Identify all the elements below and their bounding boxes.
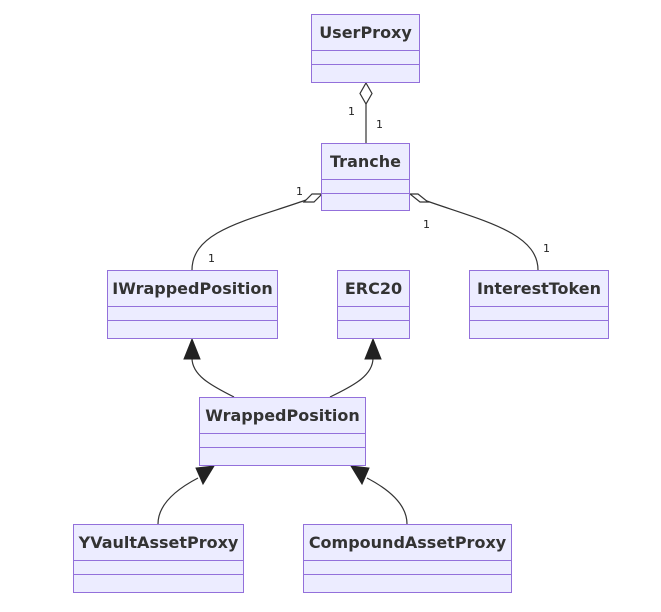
class-methods-section [338,321,409,335]
class-attributes-section [338,307,409,321]
class-attributes-section [470,307,608,321]
class-node-erc20[interactable]: ERC20 [337,270,410,339]
aggregation-diamond [408,193,430,203]
edge-tranche-interesttoken: 1 1 [408,193,550,271]
class-methods-section [74,575,243,589]
multiplicity-label: 1 [423,218,430,231]
multiplicity-label: 1 [348,105,355,118]
class-node-compoundassetproxy[interactable]: CompoundAssetProxy [303,524,512,593]
class-node-interesttoken[interactable]: InterestToken [469,270,609,339]
multiplicity-label: 1 [376,118,383,131]
inheritance-arrowhead [364,337,382,360]
class-node-tranche[interactable]: Tranche [321,143,410,211]
aggregation-diamond [302,193,324,203]
class-attributes-section [108,307,277,321]
edge-tranche-iwrappedposition: 1 1 [191,185,324,271]
class-title: YVaultAssetProxy [74,525,243,561]
class-title: UserProxy [312,15,419,51]
class-methods-section [200,448,365,462]
class-node-yvaultassetproxy[interactable]: YVaultAssetProxy [73,524,244,593]
class-methods-section [322,194,409,208]
class-methods-section [304,575,511,589]
class-title: CompoundAssetProxy [304,525,511,561]
edge-compound-wrappedposition [350,465,408,525]
inheritance-arrowhead [350,465,370,486]
class-title: InterestToken [470,271,608,307]
edge-yvault-wrappedposition [157,465,215,525]
class-methods-section [108,321,277,335]
class-attributes-section [304,561,511,575]
multiplicity-label: 1 [296,185,303,198]
class-title: WrappedPosition [200,398,365,434]
multiplicity-label: 1 [543,242,550,255]
edge-wrappedposition-erc20 [329,337,382,398]
class-attributes-section [312,51,419,65]
class-title: IWrappedPosition [108,271,277,307]
edge-wrappedposition-iwrappedposition [183,337,235,398]
class-title: ERC20 [338,271,409,307]
aggregation-diamond [359,81,373,106]
inheritance-arrowhead [183,337,201,360]
multiplicity-label: 1 [208,252,215,265]
class-methods-section [470,321,608,335]
class-title: Tranche [322,144,409,180]
edge-userproxy-tranche: 1 1 [348,81,383,143]
class-attributes-section [200,434,365,448]
class-node-wrappedposition[interactable]: WrappedPosition [199,397,366,466]
class-node-userproxy[interactable]: UserProxy [311,14,420,83]
class-attributes-section [322,180,409,194]
class-methods-section [312,65,419,79]
inheritance-arrowhead [195,465,215,486]
class-attributes-section [74,561,243,575]
class-node-iwrappedposition[interactable]: IWrappedPosition [107,270,278,339]
